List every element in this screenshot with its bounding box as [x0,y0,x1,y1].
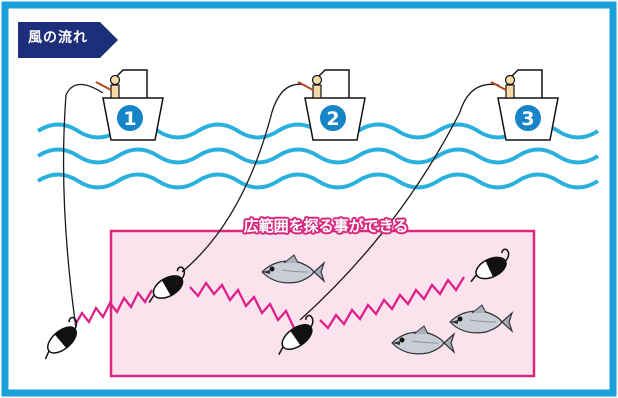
boat-number-badge-2: 2 [318,103,348,133]
boat-number-3: 3 [521,108,534,130]
search-zone-label: 広範囲を探る事ができる [243,217,409,235]
fishing-line-1 [62,83,104,329]
fishing-line-3 [299,83,500,321]
angler-body [505,84,515,99]
rig-float [148,266,186,303]
boat-number-2: 2 [326,108,339,130]
rig-float [470,248,510,283]
boat-number-badge-1: 1 [115,103,145,133]
angler-head [109,74,121,86]
search-zone [109,229,536,378]
fishing-rod [95,81,112,91]
boat-number-badge-3: 3 [513,103,543,133]
angler-body [110,84,120,99]
zigzag-trails [74,276,465,330]
wave-line [36,147,600,165]
fishing-rod [297,81,314,91]
rig-float [44,316,78,360]
angler-head [311,74,323,86]
rig-float [278,314,314,355]
zigzag-trail [74,289,153,326]
wind-arrow [18,22,118,58]
zigzag-trail [319,276,465,330]
fishing-lines [62,83,500,329]
fish-icon [391,325,456,355]
wind-direction-label: 風の流れ [28,30,88,46]
fish-icon [261,254,326,284]
boat-number-1: 1 [123,108,136,130]
fish-icon [449,304,514,334]
wave-line [36,172,600,190]
fishing-rod [490,81,507,91]
zigzag-trail [189,280,296,329]
angler-head [504,74,516,86]
angler-body [312,84,322,99]
fishing-line-2 [181,83,306,273]
